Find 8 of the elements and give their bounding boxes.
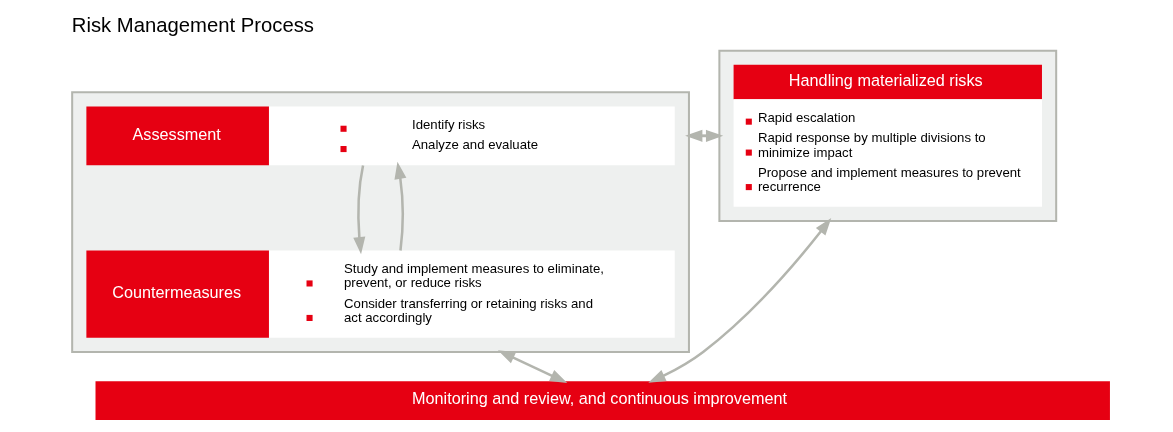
diagram-title: Risk Management Process xyxy=(71,14,314,37)
arrow xyxy=(497,350,567,383)
cluster xyxy=(70,91,690,353)
arrow xyxy=(647,218,831,383)
node-box: Monitoring and review, and continuous improvement xyxy=(95,381,1110,420)
arrow xyxy=(352,165,365,255)
arrow xyxy=(393,161,406,251)
cluster xyxy=(717,49,1057,223)
